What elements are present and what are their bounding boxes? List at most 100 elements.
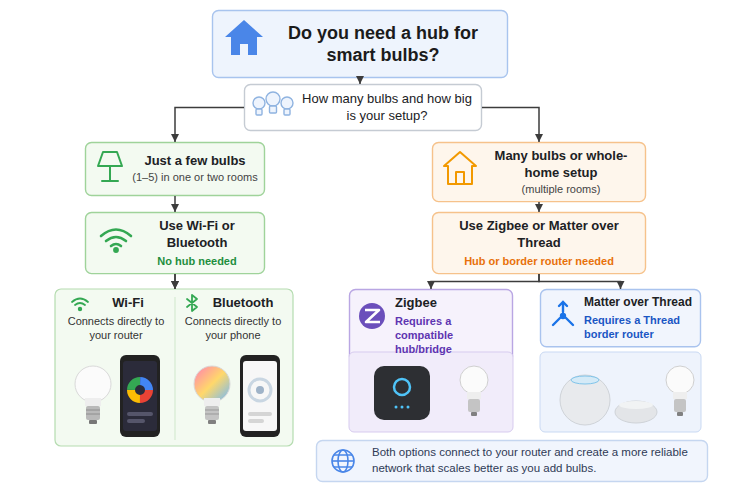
wifi-small-icon <box>72 299 88 303</box>
bluetooth-icon <box>187 295 197 311</box>
matter-logo <box>566 318 573 325</box>
bulbs-icon <box>253 97 265 109</box>
thread-bulb-picture <box>666 366 694 394</box>
color-bulb-picture <box>204 398 220 406</box>
box-heading: Matter over Thread <box>584 295 697 311</box>
wifi-bulb-picture <box>86 414 100 415</box>
lamp-icon <box>98 152 122 166</box>
box-text: Hub or border router needed <box>442 254 636 268</box>
phone-picture <box>131 381 149 399</box>
hub-picture <box>374 366 430 420</box>
wifi-icon <box>106 237 126 241</box>
lamp-icon <box>98 152 122 181</box>
box-text: No hub needed <box>135 254 259 268</box>
box-text: Requires a compatible hub/bridge <box>395 314 509 357</box>
color-bulb-picture <box>205 406 219 420</box>
home-icon <box>456 172 464 184</box>
connector-arrow <box>174 274 176 289</box>
hub-picture <box>374 366 430 420</box>
zigbee-picture-panel <box>349 352 513 432</box>
wifi-bulb-picture <box>75 366 111 402</box>
box-text: Connects directly to your router <box>61 314 171 343</box>
connector-arrow <box>482 108 539 143</box>
wifi-icon <box>111 244 121 246</box>
wifi-bluetooth-panel <box>55 289 293 446</box>
box-heading: Use Zigbee or Matter over Thread <box>442 218 636 252</box>
globe-icon <box>332 460 354 462</box>
box-outline <box>245 85 482 131</box>
wifi-bluetooth-panel <box>175 297 176 440</box>
thread-bulb-picture <box>674 399 686 412</box>
box-heading: Wi-Fi <box>85 295 171 312</box>
smart-speaker-picture <box>560 375 657 425</box>
thread-bulb-picture <box>677 412 683 416</box>
wifi-small-icon <box>79 308 82 311</box>
connector-arrow <box>359 78 361 84</box>
house-icon <box>225 20 263 55</box>
recommendation-box: Use Wi-Fi or BluetoothNo hub needed <box>85 212 265 274</box>
connector-arrow <box>174 274 176 289</box>
lamp-icon <box>109 166 111 180</box>
recommendation-box: Use Zigbee or Matter over ThreadHub or b… <box>432 212 646 274</box>
house-icon <box>225 20 263 55</box>
question-box: How many bulbs and how big is your setup… <box>244 84 482 131</box>
wifi-small-icon <box>72 299 88 311</box>
box-heading: Many bulbs or whole-home setup <box>484 148 638 182</box>
wifi-bulb-picture <box>86 410 100 411</box>
globe-icon <box>332 450 354 472</box>
zigbee-bulb-picture <box>460 366 488 416</box>
box-heading: How many bulbs and how big is your setup… <box>300 91 474 125</box>
bulbs-icon <box>284 109 290 115</box>
thread-picture-panel <box>540 352 701 432</box>
box-heading: Just a few bulbs <box>131 153 259 170</box>
wifi-icon <box>114 248 117 251</box>
phone-picture <box>243 361 277 431</box>
hub-picture <box>401 406 404 409</box>
protocol-box: Matter over ThreadRequires a Thread bord… <box>540 289 701 347</box>
matter-logo <box>559 302 567 306</box>
box-outline <box>433 143 646 202</box>
protocol-box: BluetoothConnects directly to your phone <box>175 289 291 346</box>
color-bulb-picture <box>205 410 219 411</box>
phone-picture <box>256 386 264 394</box>
phone-picture <box>131 381 149 399</box>
phone-picture <box>127 412 153 416</box>
zigbee-logo <box>359 303 385 329</box>
matter-logo <box>553 302 573 325</box>
box-text: (1–5) in one or two rooms <box>131 170 259 184</box>
zigbee-bulb-picture <box>471 412 477 416</box>
box-outline <box>541 290 701 347</box>
zigbee-bulb-picture <box>460 366 488 394</box>
phone-picture <box>120 355 160 437</box>
box-outline <box>86 213 265 274</box>
wifi-small-icon <box>75 303 85 305</box>
thread-picture-panel <box>540 352 701 432</box>
zigbee-bulb-picture <box>468 399 480 412</box>
color-bulb-picture <box>205 414 219 415</box>
zigbee-picture-panel <box>349 352 513 432</box>
matter-logo <box>553 318 560 325</box>
wifi-icon <box>101 230 131 252</box>
wifi-bluetooth-panel <box>55 289 293 446</box>
box-heading: Both options connect to your router and … <box>372 445 698 476</box>
bulbs-icon <box>270 106 277 113</box>
connector-arrow <box>175 108 244 143</box>
color-bulb-picture <box>208 420 216 424</box>
zigbee-logo <box>365 310 380 322</box>
globe-icon <box>334 455 352 467</box>
phone-picture <box>120 355 160 437</box>
color-bulb-picture <box>194 366 230 424</box>
phone-picture <box>131 381 149 399</box>
title-box: Do you need a hub for smart bulbs? <box>212 10 508 78</box>
phone-picture <box>248 412 272 416</box>
option-box: Just a few bulbs(1–5) in one or two room… <box>85 142 265 196</box>
home-icon <box>444 152 476 184</box>
phone-picture <box>249 379 271 401</box>
thread-bulb-picture <box>666 366 694 416</box>
box-heading: Do you need a hub for smart bulbs? <box>268 22 498 67</box>
color-bulb-picture <box>194 366 230 402</box>
smart-speaker-picture <box>560 375 610 425</box>
